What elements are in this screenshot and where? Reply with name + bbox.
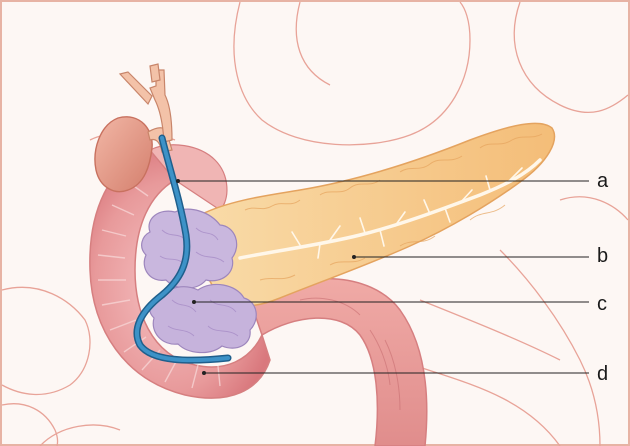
leader-dot-a	[176, 179, 180, 183]
leader-dot-d	[202, 371, 206, 375]
label-b: b	[597, 246, 608, 266]
leader-dot-c	[192, 300, 196, 304]
label-c: c	[597, 294, 607, 314]
label-d: d	[597, 364, 608, 384]
leader-dot-b	[352, 255, 356, 259]
label-a: a	[597, 171, 608, 191]
